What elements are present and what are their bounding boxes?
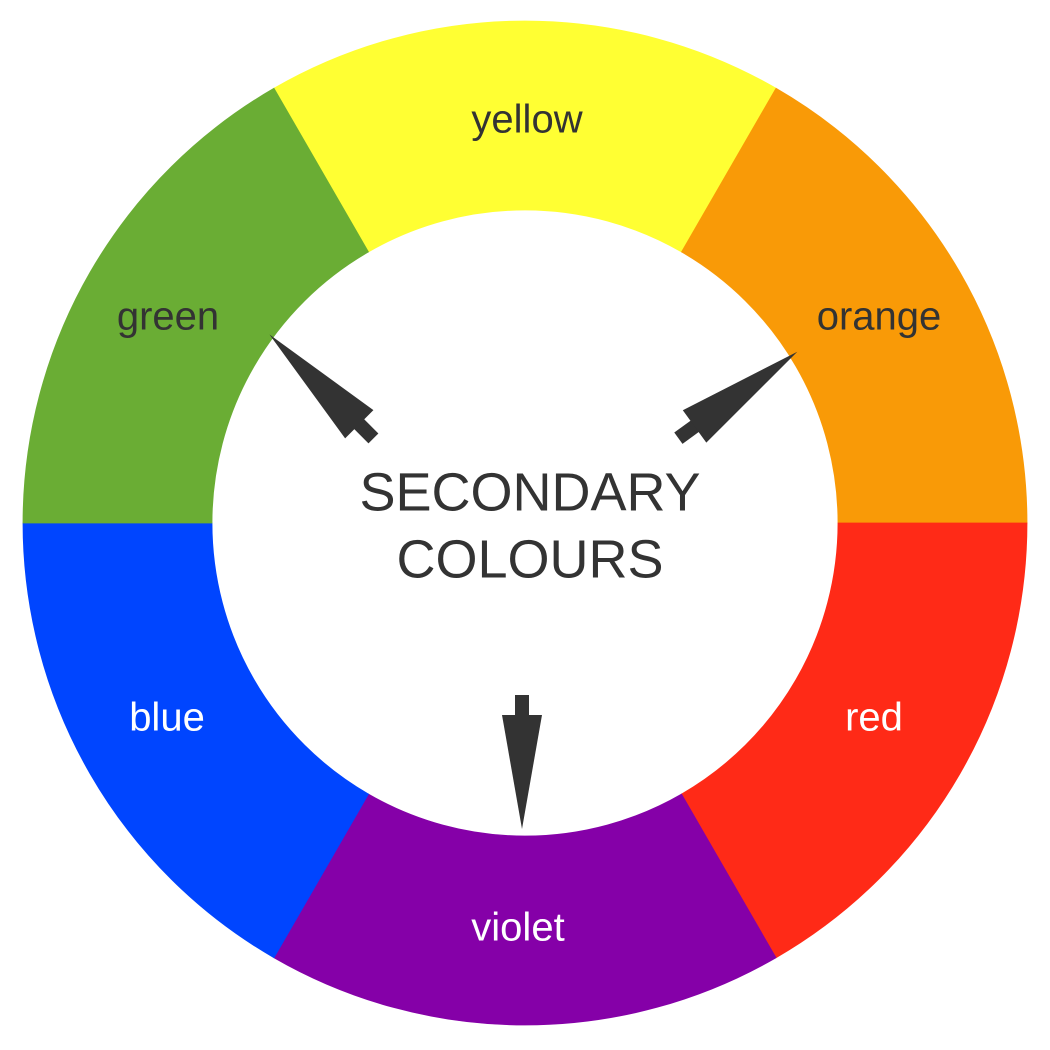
label-orange: orange (817, 295, 942, 339)
label-yellow: yellow (471, 98, 582, 142)
segment-red (680, 522, 1028, 959)
segment-orange (680, 87, 1028, 524)
label-blue: blue (129, 696, 205, 740)
label-green: green (117, 295, 219, 339)
segment-violet (273, 793, 777, 1026)
arrow-to-green (269, 334, 379, 444)
segment-green (22, 87, 370, 524)
center-title-line1: SECONDARY (359, 462, 700, 522)
arrow-to-violet (502, 695, 542, 829)
label-violet: violet (471, 906, 564, 950)
segment-yellow (273, 20, 777, 253)
arrow-to-orange (674, 351, 798, 444)
label-red: red (845, 696, 903, 740)
segment-blue (22, 522, 370, 959)
center-title-line2: COLOURS (396, 529, 663, 589)
